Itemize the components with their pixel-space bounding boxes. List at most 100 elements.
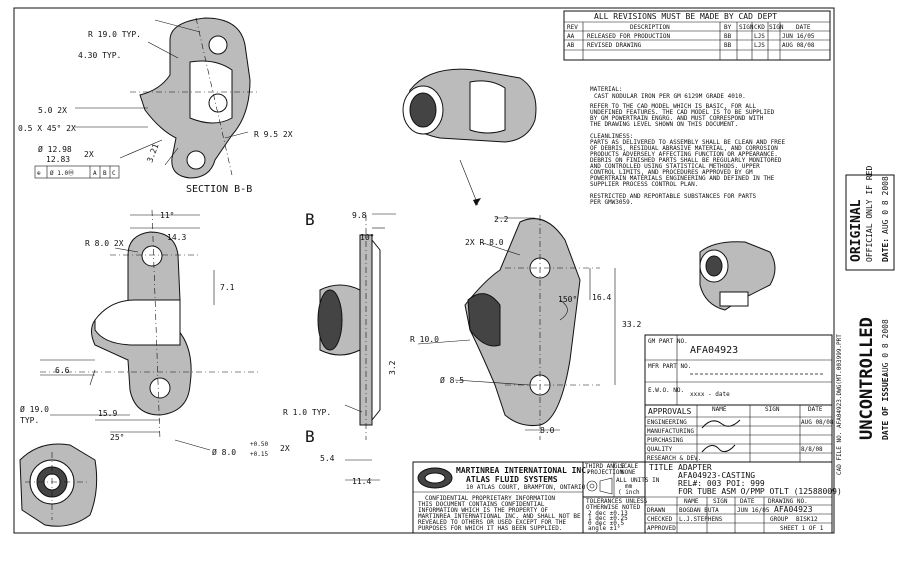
part-info-table: GM PART NO. AFA04923 MFR PART NO. E.W.O.… <box>644 334 833 406</box>
approval-manufacturing: MANUFACTURING <box>647 428 694 435</box>
stamp-original: ORIGINAL <box>849 199 864 262</box>
signature-engineering <box>701 419 741 429</box>
dim-150-deg: 150° <box>558 295 577 304</box>
company-address: 10 ATLAS COURT, BRAMPTON, ONTARIO <box>466 484 586 491</box>
isometric-view-bottom <box>19 443 98 527</box>
dim-16-4: 16.4 <box>592 293 611 302</box>
dim-14-3: 14.3 <box>167 233 186 242</box>
sign2-col: SIGN <box>769 24 784 31</box>
group-value: BISK12 <box>796 516 818 523</box>
dim-11-deg: 11° <box>160 211 174 220</box>
rev-aa: AA <box>567 33 575 40</box>
dim-r9-5-2x: R 9.5 2X <box>254 130 293 139</box>
clean-line-4: DEBRIS ON FINISHED PARTS SHALL BE REGULA… <box>590 157 782 164</box>
view-b-label-top: B <box>305 210 315 229</box>
section-label: SECTION B-B <box>186 184 252 195</box>
ckd-col: CKD <box>754 24 765 31</box>
dim-chamfer: 0.5 X 45° 2X <box>18 124 76 133</box>
checked-role: CHECKED <box>647 516 673 523</box>
group-label: GROUP <box>770 516 788 523</box>
feature-control-frame: ⊕ Ø 1.0Ⓜ A B C <box>34 165 120 179</box>
dim-9-8: 9.8 <box>352 211 367 220</box>
dim-4-30-typ: 4.30 TYP. <box>78 51 121 60</box>
dim-5-0-2x: 5.0 2X <box>38 106 67 115</box>
dim-3-2: 3.2 <box>388 360 397 375</box>
revision-header: ALL REVISIONS MUST BE MADE BY CAD DEPT <box>594 12 777 21</box>
uncontrolled-stamp: UNCONTROLLED DATE OF ISSUE: AUG 0 8 2008 <box>857 317 890 440</box>
drawing-no-label: DRAWING NO. <box>768 498 808 505</box>
stamp-date-label: DATE: <box>881 238 890 262</box>
projection-symbol <box>586 477 613 495</box>
dim-10-deg: 10° <box>360 233 374 242</box>
fcf-datum-a: A <box>93 170 97 177</box>
approval-purchasing: PURCHASING <box>647 437 684 444</box>
section-b-b-view <box>75 17 260 179</box>
refer-line-3: BY GM POWERTRAIN ENGRG. AND MUST CORRESP… <box>590 115 764 122</box>
material-spec: CAST NODULAR IRON PER GM 6129M GRADE 401… <box>594 93 746 100</box>
clean-title: CLEANLINESS: <box>590 133 633 140</box>
approval-engineering-date: AUG 08/08 <box>801 419 834 426</box>
refer-line-1: REFER TO THE CAD MODEL WHICH IS BASIC, F… <box>590 103 757 110</box>
dim-6-6: 6.6 <box>55 366 70 375</box>
clean-line-2: OF DEBRIS, RESIDUAL ABRASIVE MATERIAL, A… <box>590 145 778 152</box>
confidential-line-5: REVEALED TO OTHERS OR USED EXCEPT FOR TH… <box>418 519 566 526</box>
approval-engineering: ENGINEERING <box>647 419 687 426</box>
rev-col: REV <box>567 24 578 31</box>
gm-part-number: AFA04923 <box>690 345 738 356</box>
stamp-date-value: AUG 0 8 2008 <box>881 176 890 234</box>
dim-2-2: 2.2 <box>494 215 509 224</box>
date-col: DATE <box>796 24 811 31</box>
sheet-number: SHEET 1 OF 1 <box>780 525 824 532</box>
scale-value: NONE <box>621 469 636 476</box>
stamp-official: OFFICIAL ONLY IF RED <box>865 165 874 262</box>
dim-11-4: 11.4 <box>352 477 371 486</box>
ewo-value: xxxx - date <box>690 391 730 398</box>
clean-line-7: POWERTRAIN MATERIALS ENGINEERING AND DEF… <box>590 175 775 182</box>
rev-ab-desc: REVISED DRAWING <box>587 42 642 49</box>
title-line-3: REL#: 003 POI: 999 <box>678 479 765 488</box>
rev-aa-desc: RELEASED FOR PRODUCTION <box>587 33 670 40</box>
dim-tol-minus: +0.15 <box>250 451 268 458</box>
ewo-label: E.W.O. NO. <box>648 387 684 394</box>
title-name-header: NAME <box>684 498 699 505</box>
material-title: MATERIAL: <box>590 86 623 93</box>
approval-quality: QUALITY <box>647 446 673 453</box>
confidential-line-1: CONFIDENTIAL PROPRIETARY INFORMATION <box>425 495 555 502</box>
confidential-line-3: INFORMATION WHICH IS THE PROPERTY OF <box>418 507 548 514</box>
tolerance-1dec: 1 dec ±0.25 <box>588 515 628 522</box>
title-sign-header: SIGN <box>713 498 728 505</box>
tolerance-title-1: TOLERANCES UNLESS <box>586 498 648 505</box>
approvals-date-header: DATE <box>808 406 823 413</box>
restricted-line-1: RESTRICTED AND REPORTABLE SUBSTANCES FOR… <box>590 193 757 200</box>
approvals-name-header: NAME <box>712 406 727 413</box>
company-division: ATLAS FLUID SYSTEMS <box>466 475 558 484</box>
clean-line-6: CONTROL LIMITS, AND PROCEDURES APPROVED … <box>590 169 753 176</box>
title-line-2: AFA04923-CASTING <box>678 471 755 480</box>
dim-3-21: 3.21 <box>145 142 160 163</box>
title-label: TITLE <box>649 463 673 472</box>
title-line-4: FOR TUBE ASM O/PMP OTLT (12588009) <box>678 487 842 496</box>
mfr-part-label: MFR PART NO. <box>648 363 691 370</box>
dim-dia-19-typ: TYP. <box>20 416 39 425</box>
tolerance-block: TOLERANCES UNLESS OTHERWISE NOTED 2 dec … <box>582 496 648 534</box>
stamp-issue-label: DATE OF ISSUE: <box>881 373 890 440</box>
scale-label: SCALE <box>620 463 638 470</box>
projection-label-2: PROJECTION <box>587 469 624 476</box>
units-line-1: ALL UNITS IN <box>616 477 660 484</box>
clean-line-5: AND CONTROLLED USING STATISTICAL METHODS… <box>590 163 760 170</box>
drawing-number: AFA04923 <box>774 505 813 514</box>
approvals-title: APPROVALS <box>648 407 692 416</box>
tolerance-angle: angle ±1° <box>588 525 621 532</box>
dim-25-deg: 25° <box>110 433 124 442</box>
by-col: BY <box>724 24 732 31</box>
approvals-sign-header: SIGN <box>765 406 780 413</box>
clean-line-8: SUPPLIER PROCESS CONTROL PLAN. <box>590 181 698 188</box>
dim-5-4: 5.4 <box>320 454 335 463</box>
rev-aa-date: JUN 16/05 <box>782 33 815 40</box>
dim-dia-12-83: 12.83 <box>46 155 70 164</box>
stamp-uncontrolled: UNCONTROLLED <box>857 317 877 440</box>
dim-tol-plus: +0.50 <box>250 441 268 448</box>
refer-line-4: THE DRAWING LEVEL SHOWN ON THIS DOCUMENT… <box>590 121 738 128</box>
tolerance-title-2: OTHERWISE NOTED <box>586 504 641 511</box>
